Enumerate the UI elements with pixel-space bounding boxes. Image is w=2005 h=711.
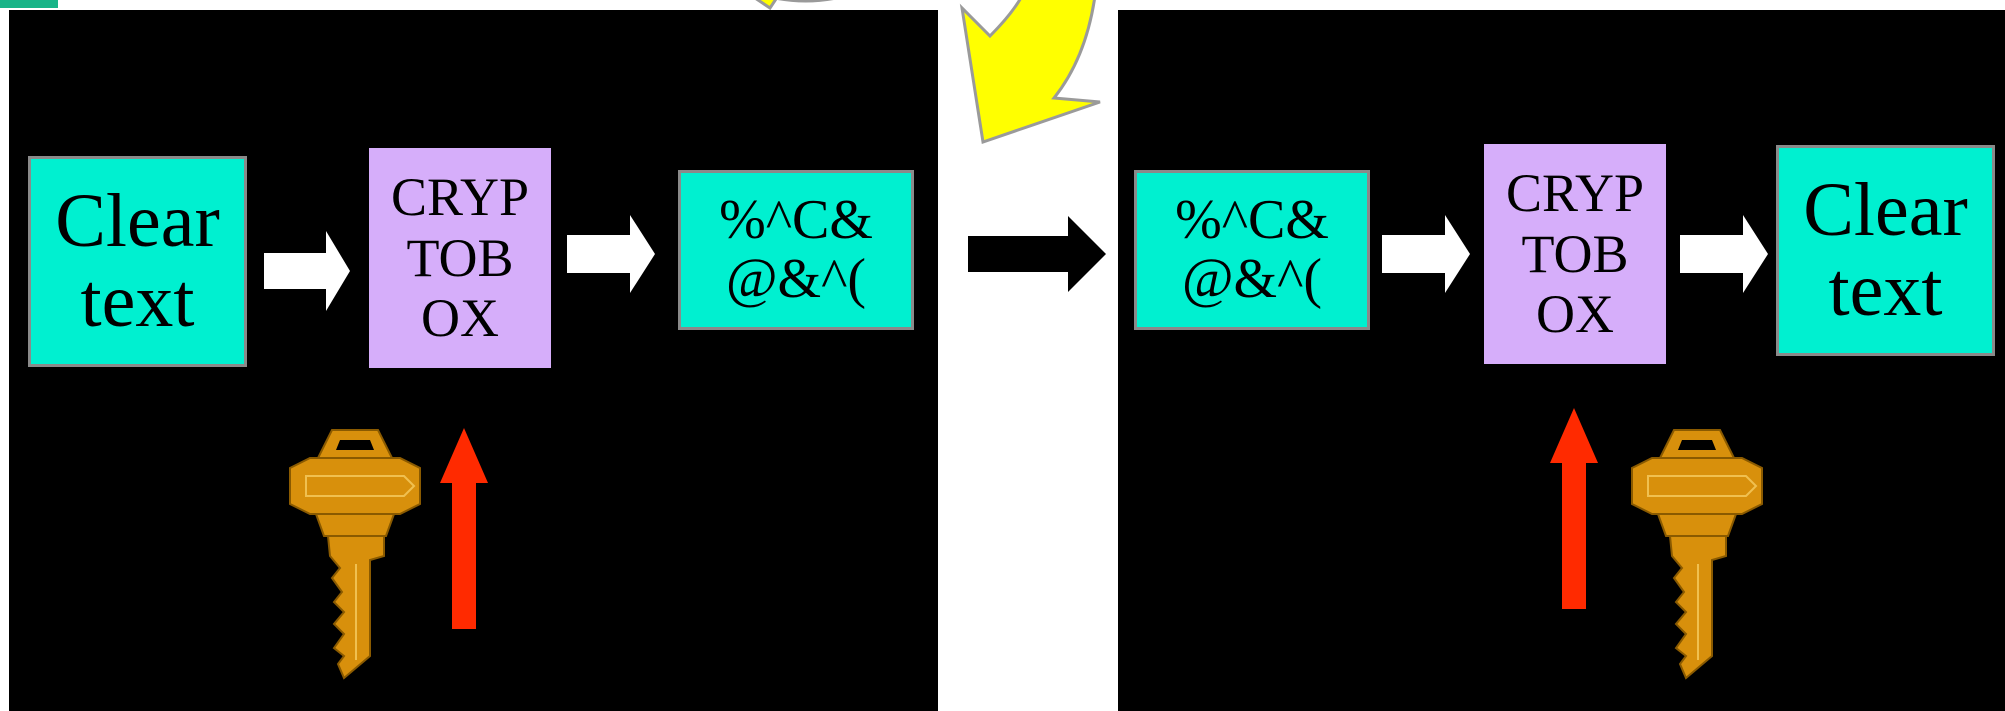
cleartext-line1: Clear: [1803, 167, 1968, 252]
ciphertext-line1: %^C&: [1175, 189, 1329, 252]
decrypt-cryptobox: CRYP TOB OX: [1484, 144, 1666, 364]
right-arrow-icon: [1382, 215, 1470, 293]
transfer-arrow-icon: [968, 216, 1106, 292]
cryptobox-line3: OX: [421, 288, 499, 349]
red-up-arrow-icon: [440, 428, 488, 629]
ciphertext-line1: %^C&: [719, 189, 873, 252]
cleartext-line2: text: [80, 258, 195, 343]
cryptobox-line1: CRYP: [1505, 163, 1645, 224]
decrypt-ciphertext-box: %^C& @&^(: [1134, 170, 1370, 330]
decrypt-cleartext-box: Clear text: [1776, 145, 1995, 356]
cleartext-line2: text: [1828, 247, 1943, 332]
key-icon: [289, 429, 421, 680]
key-icon: [1631, 429, 1763, 680]
cryptobox-line2: TOB: [1521, 223, 1629, 284]
right-arrow-icon: [1680, 215, 1768, 293]
cryptobox-line1: CRYP: [390, 167, 530, 228]
encrypt-cryptobox: CRYP TOB OX: [369, 148, 551, 368]
ciphertext-line2: @&^(: [725, 248, 867, 310]
ciphertext-line2: @&^(: [1181, 248, 1323, 310]
encrypt-cleartext-box: Clear text: [28, 156, 247, 367]
red-up-arrow-icon: [1550, 408, 1598, 609]
cleartext-line1: Clear: [55, 178, 220, 263]
right-arrow-icon: [264, 231, 350, 311]
cryptobox-line2: TOB: [406, 227, 514, 288]
encrypt-ciphertext-box: %^C& @&^(: [678, 170, 914, 330]
right-arrow-icon: [567, 215, 655, 293]
cryptobox-line3: OX: [1536, 284, 1614, 345]
corner-accent: [0, 0, 58, 8]
